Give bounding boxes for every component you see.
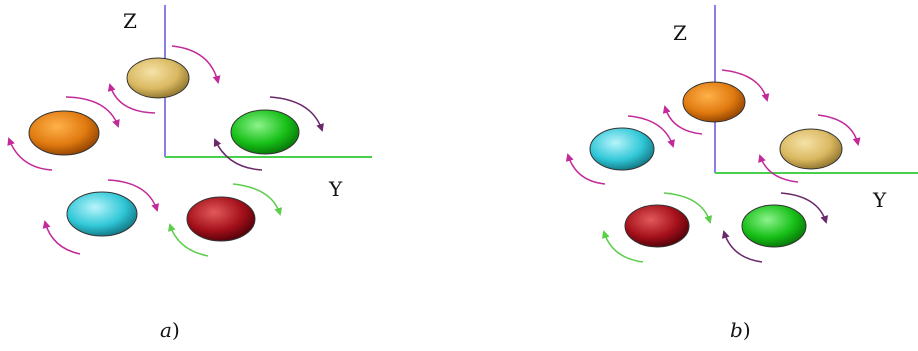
ball-tan (127, 58, 189, 98)
ball-darkred (625, 205, 689, 247)
ball-tan (780, 129, 842, 169)
ball-orange (683, 82, 745, 122)
z-axis-label-b: Z (673, 21, 687, 45)
ball-orange (29, 111, 99, 155)
ball-green (742, 205, 806, 247)
z-axis-label-a: Z (123, 9, 137, 33)
panel-a: Z Y a) (9, 5, 372, 342)
panel-caption-a: a) (160, 318, 180, 342)
panel-b: Z Y b) (568, 5, 918, 342)
y-axis-label-a: Y (328, 177, 343, 201)
ball-darkred (187, 197, 255, 241)
panel-caption-b: b) (730, 318, 751, 342)
ball-green (231, 110, 299, 154)
ball-cyan (590, 128, 654, 170)
y-axis-label-b: Y (872, 188, 887, 212)
ball-cyan (67, 192, 137, 236)
